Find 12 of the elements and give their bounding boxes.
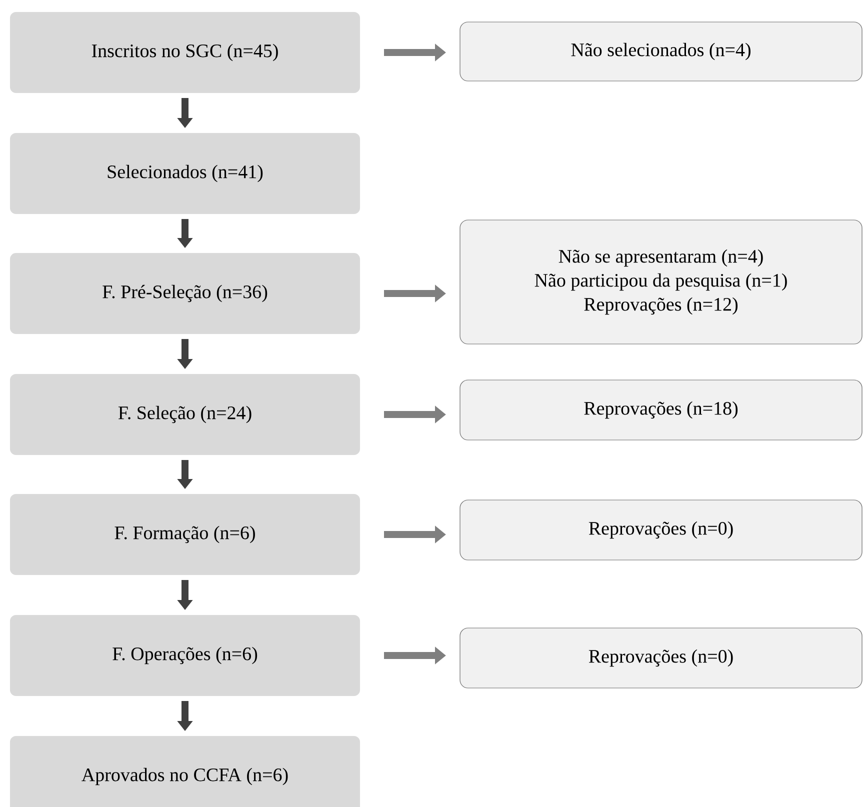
stage-box: Selecionados (n=41)	[10, 133, 360, 214]
stage-box: F. Operações (n=6)	[10, 615, 360, 696]
outcome-box: Não se apresentaram (n=4) Não participou da pesquisa (n=1) Reprovações (n=12)	[460, 220, 862, 344]
stage-box: Aprovados no CCFA (n=6)	[10, 736, 360, 807]
outcome-box: Reprovações (n=0)	[460, 628, 862, 688]
outcome-box: Não selecionados (n=4)	[460, 22, 862, 82]
outcome-box: Reprovações (n=18)	[460, 380, 862, 440]
stage-box: F. Pré-Seleção (n=36)	[10, 253, 360, 334]
stage-box: F. Seleção (n=24)	[10, 374, 360, 455]
stage-box: Inscritos no SGC (n=45)	[10, 12, 360, 93]
outcome-box: Reprovações (n=0)	[460, 500, 862, 560]
stage-box: F. Formação (n=6)	[10, 494, 360, 575]
